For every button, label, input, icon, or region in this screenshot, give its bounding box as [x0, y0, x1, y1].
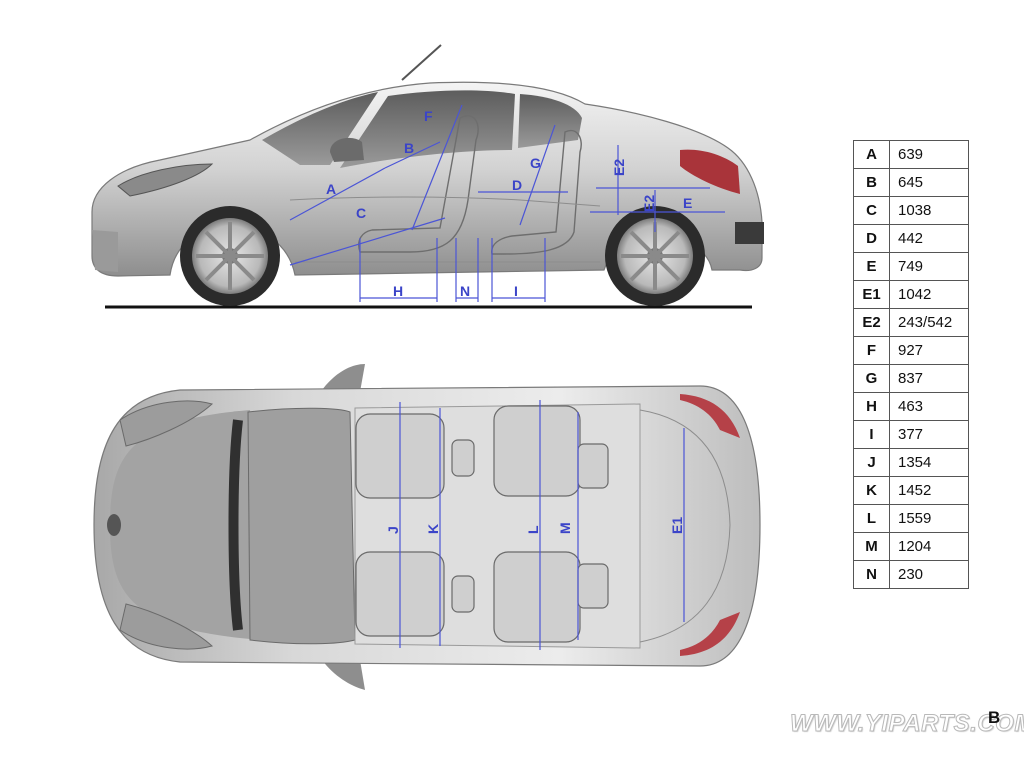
antenna	[401, 44, 442, 81]
dim-label-l: L	[525, 525, 541, 534]
side-window	[340, 90, 515, 168]
left-mirror	[322, 364, 365, 392]
dimension-value: 645	[889, 168, 969, 197]
windshield-frame	[228, 419, 243, 631]
dimension-code: I	[853, 420, 890, 449]
side-view: A B C F D G E2 E2 E H N I	[91, 44, 764, 309]
watermark: WWW.YIPARTS.COM	[790, 710, 1024, 738]
dimension-code: M	[853, 532, 890, 561]
dim-label-c: C	[356, 205, 366, 221]
taillight	[680, 149, 740, 194]
windshield	[262, 92, 378, 165]
top-view: J K L M E1	[93, 364, 761, 690]
dim-label-a: A	[326, 181, 336, 197]
dimension-value: 377	[889, 420, 969, 449]
dimension-value: 1452	[889, 476, 969, 505]
dimension-value: 749	[889, 252, 969, 281]
side-dimension-lines	[289, 104, 725, 302]
dimension-code: N	[853, 560, 890, 589]
dim-label-b: B	[404, 140, 414, 156]
dimension-code: G	[853, 364, 890, 393]
dimension-value: 230	[889, 560, 969, 589]
dim-label-e1: E1	[669, 517, 685, 534]
right-mirror	[322, 660, 365, 690]
dim-label-n: N	[460, 283, 470, 299]
dim-label-e2-lower: E2	[641, 195, 657, 212]
dimension-code: E1	[853, 280, 890, 309]
dim-label-d: D	[512, 177, 522, 193]
front-wheel	[180, 206, 280, 306]
dim-label-k: K	[425, 524, 441, 534]
dimension-code: F	[853, 336, 890, 365]
rear-window	[518, 94, 582, 148]
top-taillight-right	[680, 612, 740, 656]
hood	[110, 410, 262, 640]
dimension-code: K	[853, 476, 890, 505]
dimension-code: D	[853, 224, 890, 253]
dimension-value: 639	[889, 140, 969, 169]
dimension-value: 1354	[889, 448, 969, 477]
dimension-code: A	[853, 140, 890, 169]
top-rear-seats	[493, 405, 609, 643]
door-line	[289, 196, 601, 207]
trunk-outline	[639, 409, 731, 643]
dimension-code: E	[853, 252, 890, 281]
dimension-code: B	[853, 168, 890, 197]
dim-label-m: M	[557, 522, 573, 534]
dimension-value: 1559	[889, 504, 969, 533]
top-headlight-left	[119, 400, 214, 447]
rear-seat	[491, 129, 582, 255]
dimension-code: L	[853, 504, 890, 533]
dim-label-g: G	[530, 155, 541, 171]
dimension-code: J	[853, 448, 890, 477]
dimension-code: C	[853, 196, 890, 225]
dimension-value: 1204	[889, 532, 969, 561]
rear-bumper	[735, 222, 764, 244]
dimension-code: E2	[853, 308, 890, 337]
top-headlight-right	[119, 603, 214, 650]
headlight	[117, 163, 214, 197]
dim-label-j: J	[385, 526, 401, 534]
rear-wheel	[605, 206, 705, 306]
page-letter: B	[988, 708, 1001, 727]
dim-label-h: H	[393, 283, 403, 299]
dim-label-e: E	[683, 195, 692, 211]
dimension-value: 463	[889, 392, 969, 421]
dimension-value: 243/542	[889, 308, 969, 337]
dim-label-i: I	[514, 283, 518, 299]
front-bumper	[92, 230, 118, 272]
dim-label-f: F	[424, 108, 433, 124]
dimension-value: 837	[889, 364, 969, 393]
dimension-value: 1042	[889, 280, 969, 309]
top-dimension-lines	[399, 400, 685, 650]
dimension-code: H	[853, 392, 890, 421]
dimension-value: 927	[889, 336, 969, 365]
top-windshield	[247, 407, 356, 645]
brand-logo-icon	[107, 514, 121, 536]
dimension-value: 442	[889, 224, 969, 253]
dim-label-e2-upper: E2	[611, 159, 627, 176]
front-seat	[358, 115, 479, 253]
side-mirror	[330, 137, 364, 162]
dimension-value: 1038	[889, 196, 969, 225]
top-taillight-left	[680, 394, 740, 438]
